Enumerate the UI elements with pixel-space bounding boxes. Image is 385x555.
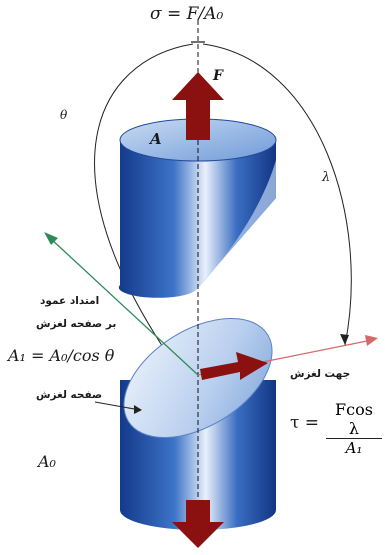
normal-line-arrowhead — [44, 232, 58, 245]
theta-label: θ — [60, 108, 68, 122]
upper-cylinder — [118, 118, 277, 298]
shear-stress-denominator: A₁ — [345, 439, 363, 457]
slip-plane-label: صفحه لغزش — [36, 389, 103, 401]
slip-plane-surface — [123, 317, 273, 439]
upward-force-arrow — [172, 72, 224, 140]
force-label: F — [213, 68, 223, 84]
shear-stress-numerator: Fcos λ — [326, 400, 382, 439]
normal-direction-label-line1: امتداد عمود — [40, 295, 100, 307]
downward-force-arrow — [172, 500, 224, 548]
shear-stress-lhs: τ = — [290, 413, 320, 433]
shear-stress-fraction: Fcos λ A₁ — [326, 400, 382, 457]
slip-plane-area-formula: A₁ = A₀/cos θ — [8, 346, 115, 365]
slip-plane-pointer — [94, 401, 141, 411]
area-a-label: A — [150, 130, 162, 148]
slip-plane-pointer-arrowhead — [134, 405, 142, 414]
lambda-arc — [202, 43, 352, 346]
slip-direction-arrowhead — [365, 335, 378, 346]
slip-plane-normal-line — [49, 237, 199, 376]
lambda-label: λ — [322, 170, 331, 185]
lambda-arc-arrowhead — [340, 334, 349, 345]
area-a0-label: A₀ — [38, 452, 56, 471]
normal-direction-label-line2: بر صفحه لغزش — [36, 318, 117, 330]
normal-stress-formula: σ = F/A₀ — [150, 4, 224, 24]
resolved-shear-arrow — [200, 352, 268, 380]
slip-direction-label: جهت لغزش — [290, 368, 351, 380]
